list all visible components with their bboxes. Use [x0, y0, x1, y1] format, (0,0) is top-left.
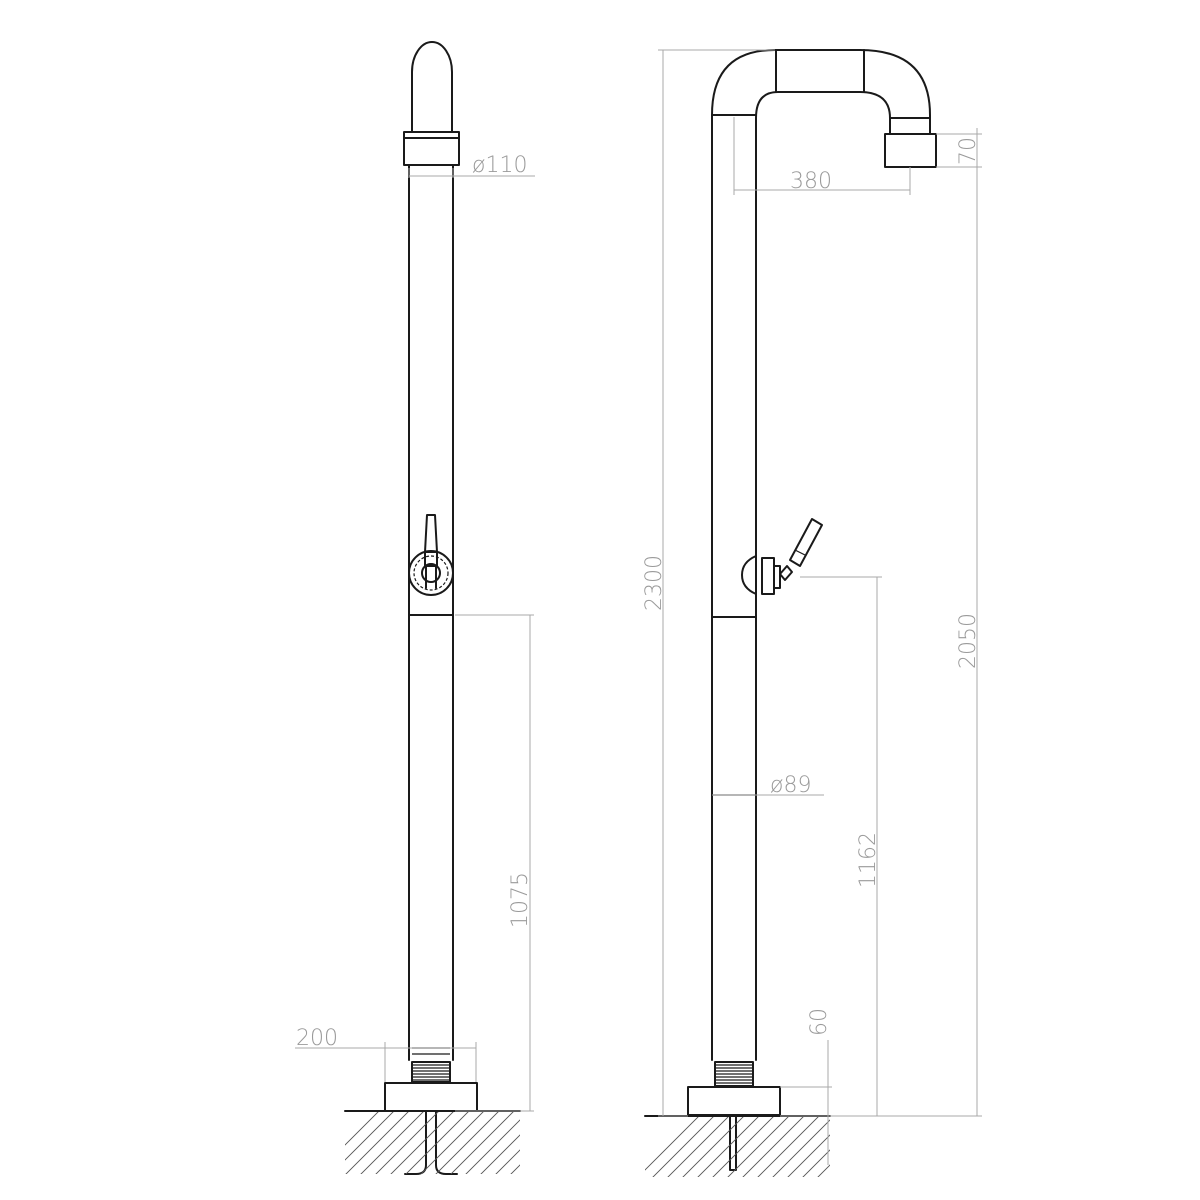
dim-front-diameter: ø110 — [472, 153, 527, 178]
side-valve — [741, 518, 823, 595]
dim-side-base-height: 60 — [807, 1008, 832, 1036]
front-top-cap — [411, 41, 453, 109]
front-ground-hatch — [345, 1112, 520, 1174]
front-dimensions: ø110 1075 200 — [295, 153, 535, 1112]
front-view — [344, 41, 521, 1175]
front-base-flange — [384, 1082, 478, 1112]
side-anchor-bolt — [729, 1114, 737, 1171]
side-view — [644, 49, 937, 1177]
side-shower-head — [884, 117, 937, 168]
front-thread — [411, 1061, 451, 1083]
front-valve — [408, 514, 454, 596]
side-thread — [714, 1061, 754, 1087]
dim-side-total-height: 2300 — [642, 555, 667, 611]
dim-side-head-height: 70 — [956, 137, 981, 165]
dim-side-outlet-height: 2050 — [956, 613, 981, 669]
side-gooseneck — [711, 49, 931, 1061]
side-base-flange — [687, 1086, 781, 1116]
front-collar — [403, 131, 460, 166]
dim-front-base-width: 200 — [296, 1026, 338, 1051]
dim-side-lower-diameter: ø89 — [770, 773, 811, 798]
side-ground-hatch — [645, 1117, 830, 1177]
dim-front-valve-height: 1075 — [508, 872, 533, 928]
dim-side-valve-height: 1162 — [856, 832, 881, 888]
dim-side-reach: 380 — [790, 169, 832, 194]
side-dimensions: 2300 2050 70 380 ø89 1162 60 — [642, 49, 982, 1165]
front-pipe — [408, 164, 454, 1061]
